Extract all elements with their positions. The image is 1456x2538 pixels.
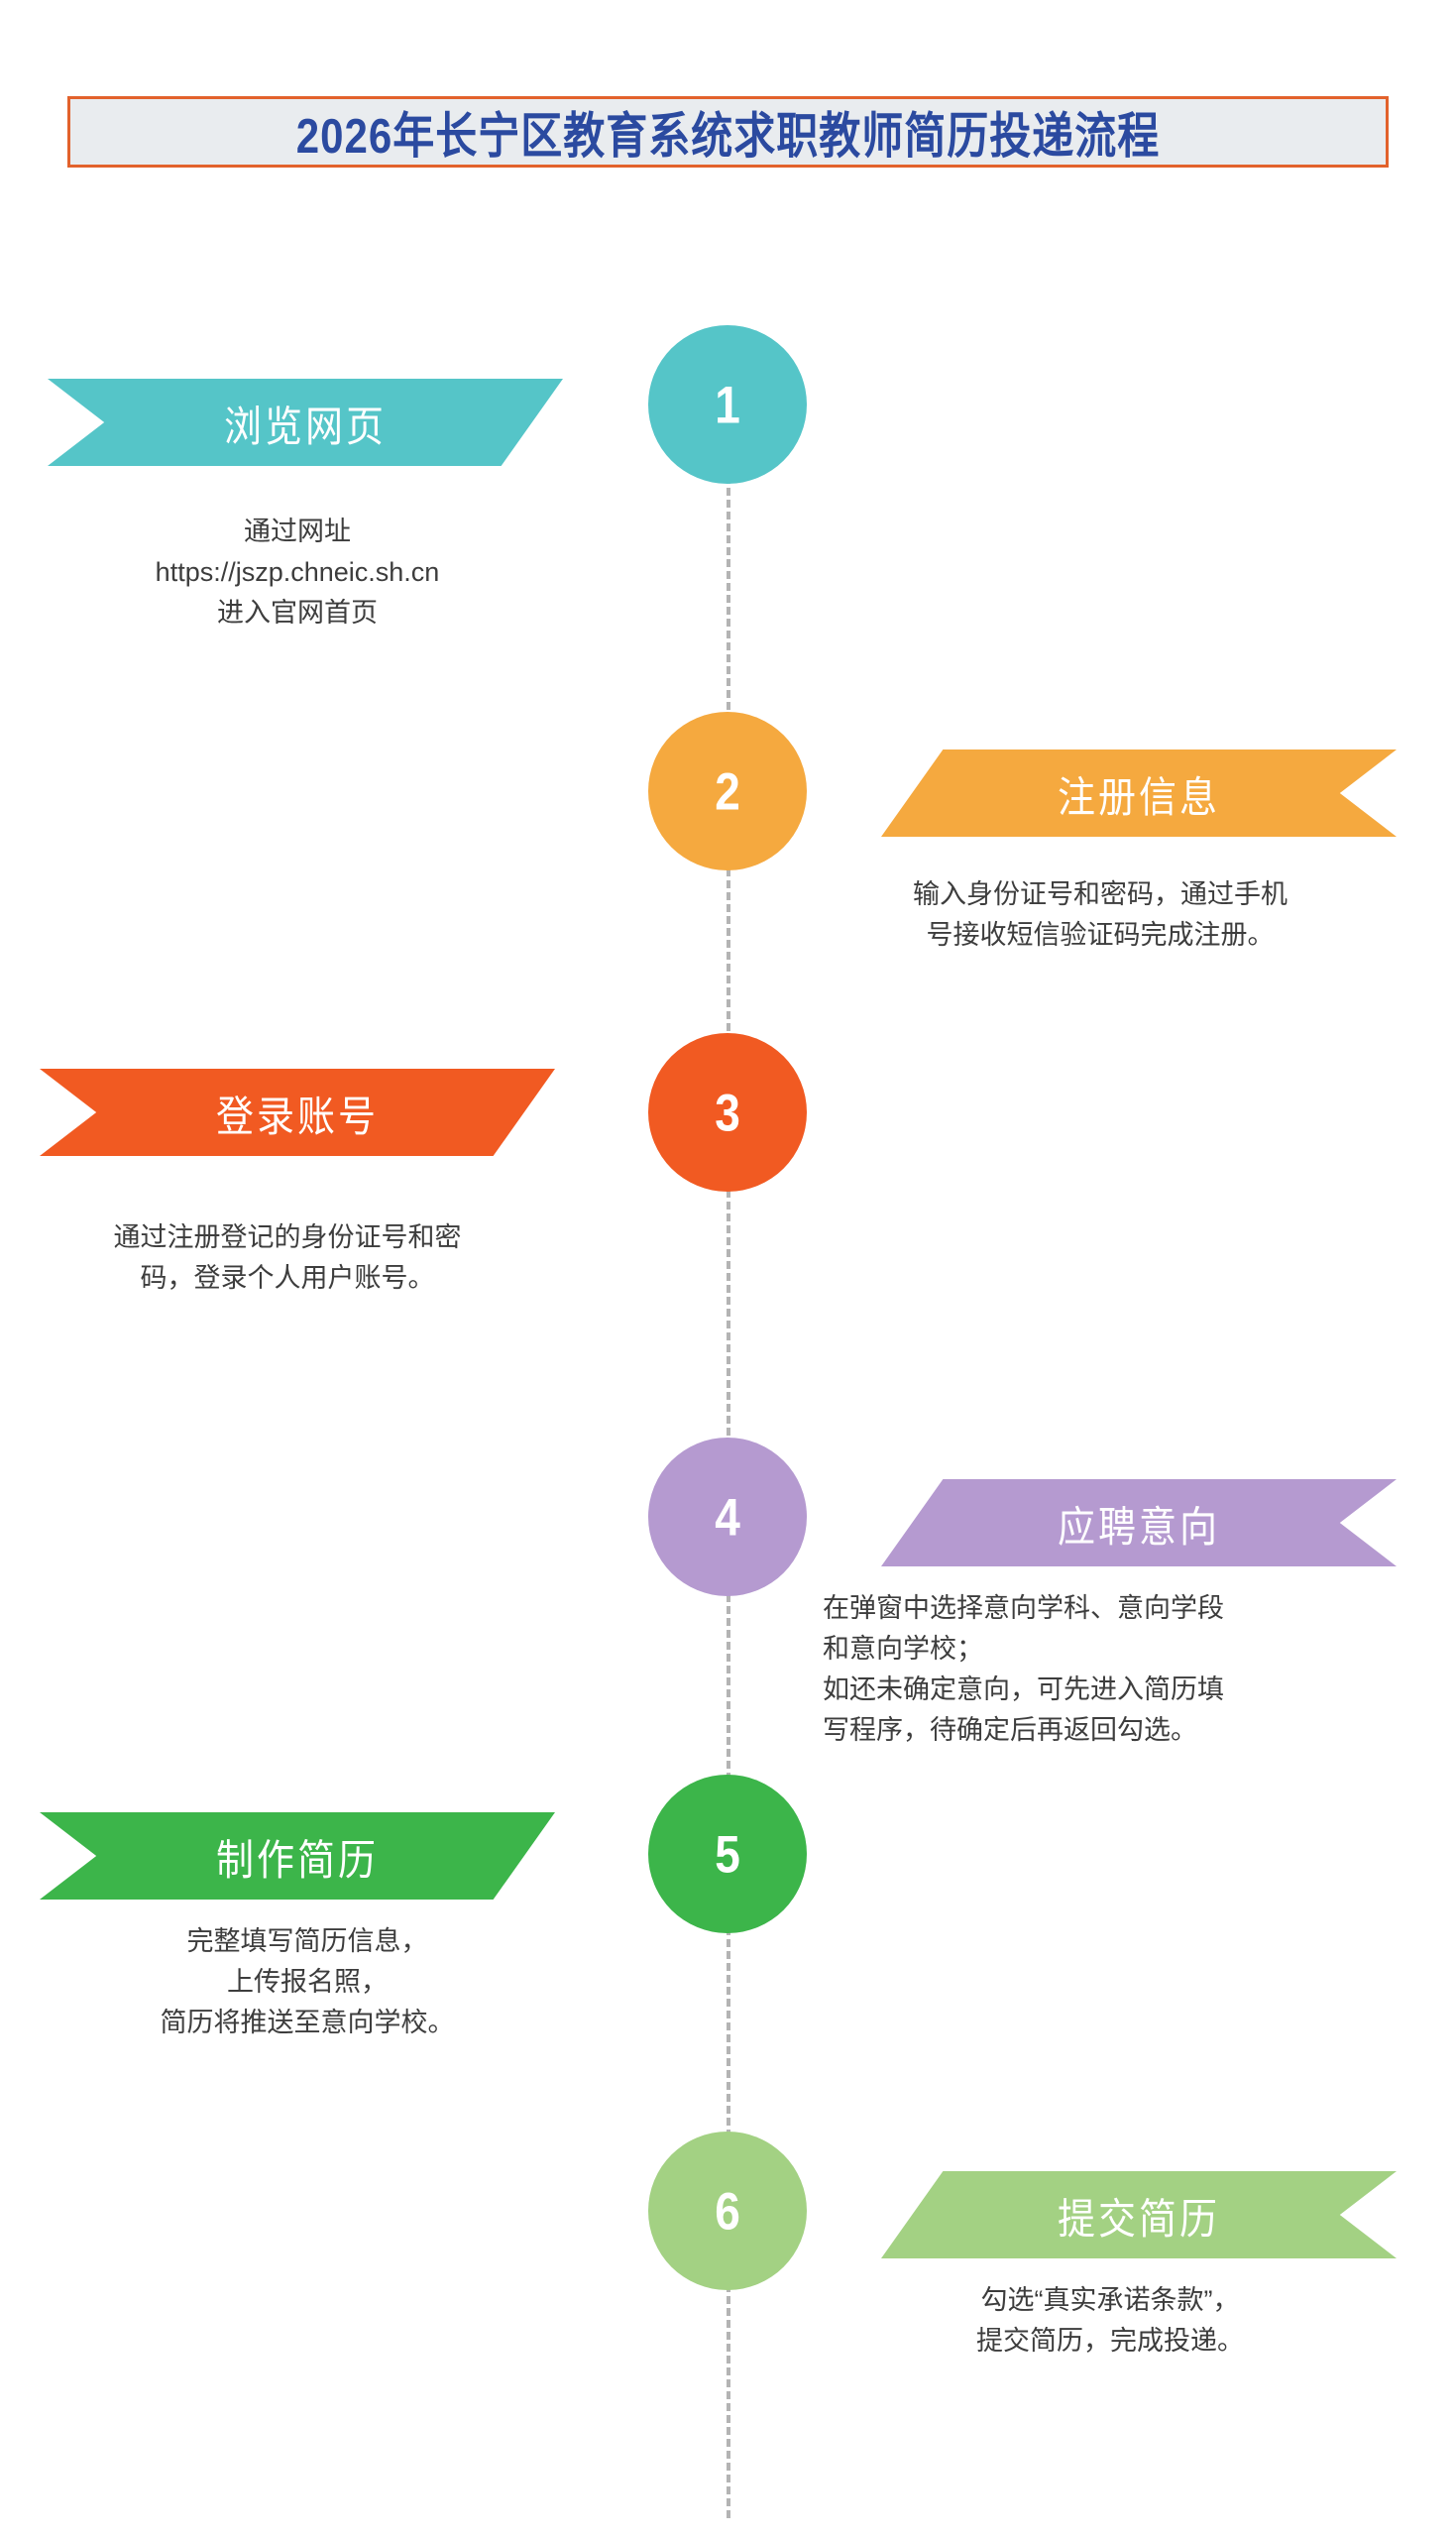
description-line: 输入身份证号和密码，通过手机: [913, 879, 1288, 909]
step-title-2: 注册信息: [1057, 774, 1220, 822]
step-title-5: 制作简历: [215, 1837, 379, 1885]
page-title: 2026年长宁区教育系统求职教师简历投递流程: [295, 107, 1161, 164]
description-line: 如还未确定意向，可先进入简历填: [823, 1674, 1224, 1704]
page-title-box: 2026年长宁区教育系统求职教师简历投递流程: [67, 96, 1389, 168]
step-banner-6: 提交简历: [881, 2171, 1397, 2258]
description-line: 号接收短信验证码完成注册。: [926, 920, 1275, 950]
step-circle-3: 3: [648, 1033, 807, 1192]
step-number-5: 5: [715, 1824, 740, 1884]
step-number-3: 3: [715, 1083, 740, 1142]
step-circle-5: 5: [648, 1775, 807, 1933]
description-line: 上传报名照，: [227, 1967, 388, 1997]
step-circle-1: 1: [648, 325, 807, 484]
description-line: 完整填写简历信息，: [186, 1926, 428, 1956]
step-circle-4: 4: [648, 1438, 807, 1596]
step-banner-3: 登录账号: [40, 1069, 555, 1156]
step-description-1: 通过网址 https://jszp.chneic.sh.cn 进入官网首页: [59, 512, 535, 634]
description-line: 写程序，待确定后再返回勾选。: [823, 1715, 1197, 1745]
description-line: 在弹窗中选择意向学科、意向学段: [823, 1593, 1224, 1623]
description-line: 通过网址: [244, 517, 351, 546]
step-description-6: 勾选“真实承诺条款”， 提交简历，完成投递。: [852, 2280, 1368, 2362]
step-title-6: 提交简历: [1057, 2196, 1220, 2244]
step-circle-2: 2: [648, 712, 807, 870]
step-number-6: 6: [715, 2181, 740, 2241]
step-banner-5: 制作简历: [40, 1812, 555, 1900]
description-line: https://jszp.chneic.sh.cn: [155, 557, 440, 587]
step-circle-6: 6: [648, 2132, 807, 2290]
step-number-4: 4: [715, 1487, 740, 1547]
step-title-4: 应聘意向: [1057, 1504, 1220, 1552]
step-banner-1: 浏览网页: [48, 379, 563, 466]
step-number-1: 1: [715, 375, 740, 434]
step-description-3: 通过注册登记的身份证号和密码，登录个人用户账号。: [40, 1217, 535, 1299]
step-number-2: 2: [715, 761, 740, 821]
step-title-3: 登录账号: [215, 1094, 379, 1141]
step-title-1: 浏览网页: [223, 404, 387, 451]
description-line: 通过注册登记的身份证号和密: [113, 1222, 462, 1252]
description-line: 和意向学校；: [823, 1634, 983, 1664]
description-line: 进入官网首页: [217, 598, 378, 628]
description-line: 勾选“真实承诺条款”，: [980, 2285, 1240, 2315]
step-description-4: 在弹窗中选择意向学科、意向学段和意向学校； 如还未确定意向，可先进入简历填写程序，…: [823, 1588, 1388, 1751]
description-line: 简历将推送至意向学校。: [160, 2008, 455, 2037]
description-line: 提交简历，完成投递。: [976, 2326, 1244, 2356]
description-line: 码，登录个人用户账号。: [140, 1263, 435, 1293]
step-description-2: 输入身份证号和密码，通过手机号接收短信验证码完成注册。: [823, 874, 1378, 956]
step-banner-4: 应聘意向: [881, 1479, 1397, 1566]
step-description-5: 完整填写简历信息， 上传报名照， 简历将推送至意向学校。: [50, 1921, 565, 2043]
step-banner-2: 注册信息: [881, 750, 1397, 837]
